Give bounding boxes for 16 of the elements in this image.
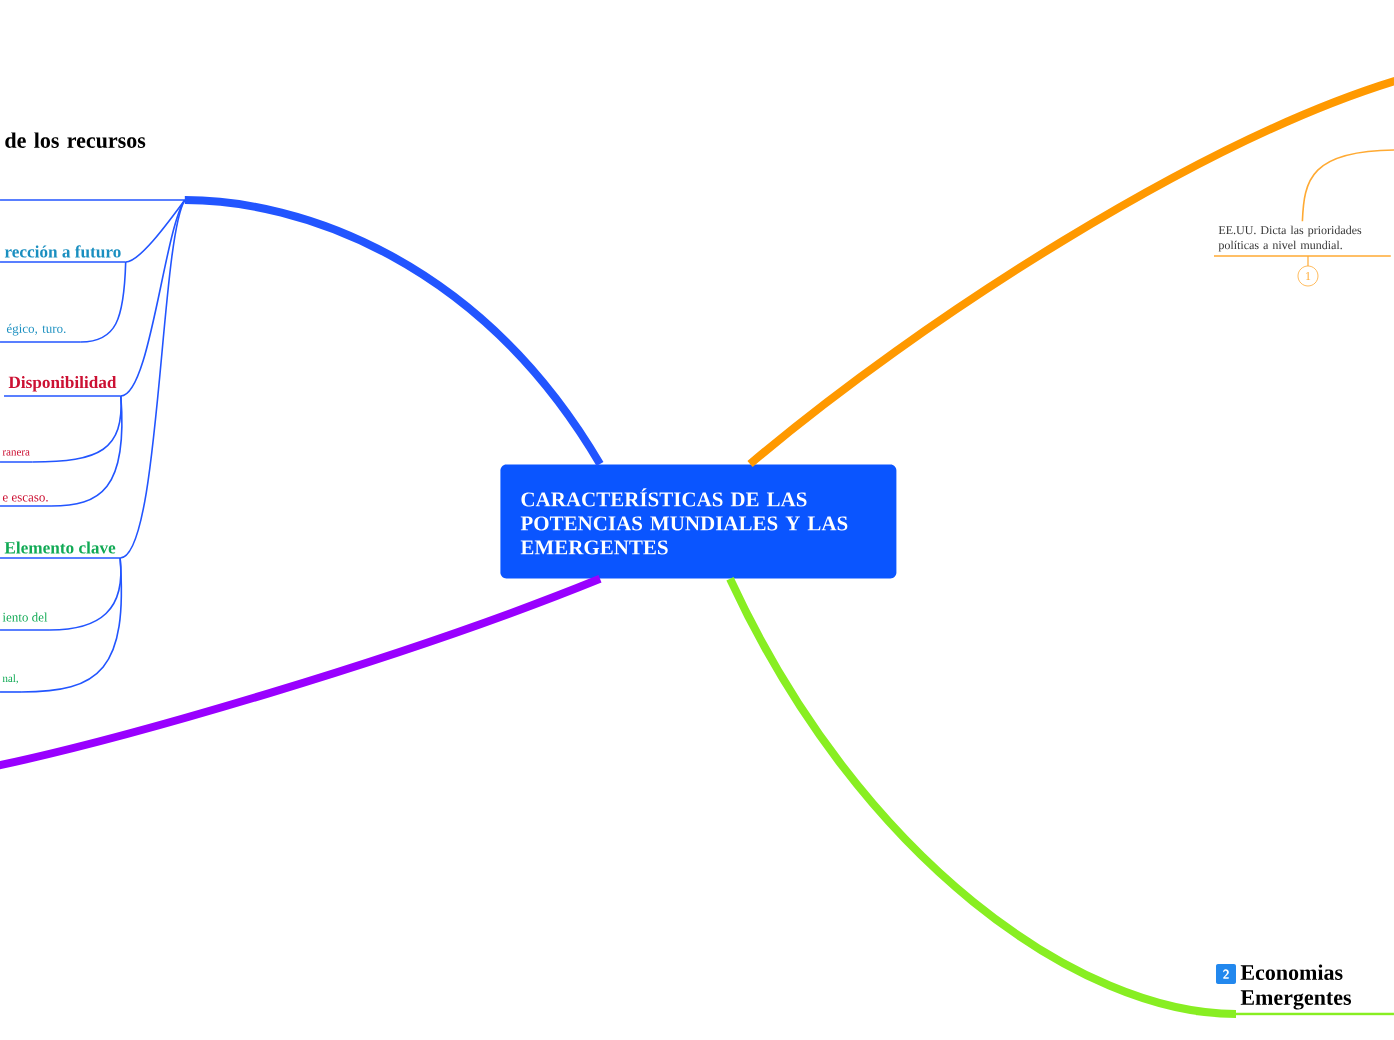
branch-line (124, 199, 186, 263)
branch-heading: de los recursos (0, 132, 186, 201)
branch-line (119, 199, 186, 559)
subtopic-heading: Elemento clave (0, 541, 121, 559)
branch-line (0, 575, 602, 770)
branch-line (50, 395, 123, 507)
branch-line (20, 557, 123, 693)
branch-line (120, 199, 186, 397)
branch-line (1301, 149, 1394, 223)
branch-line (747, 76, 1394, 468)
subtopic-heading: rección a futuro (0, 245, 127, 263)
subtopic-heading: Disponibilidad (3, 376, 122, 397)
branch-line (80, 261, 127, 343)
branch-line (726, 576, 1237, 1018)
branch-line (184, 196, 604, 467)
topic-box: CARACTERÍSTICAS DE LAS POTENCIAS MUNDIALES Y LAS EMERGENTES (500, 464, 897, 579)
